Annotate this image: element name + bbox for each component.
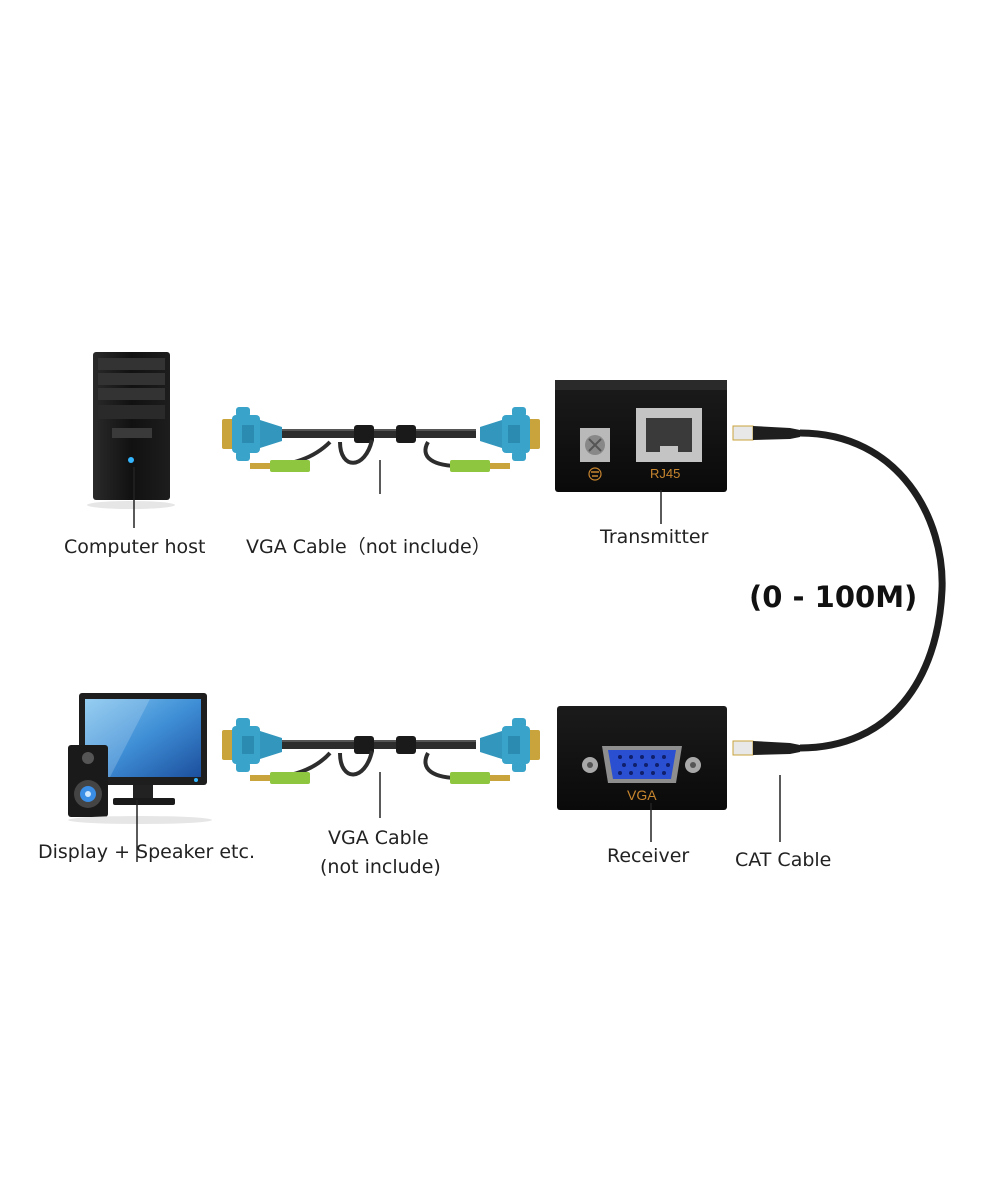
rj45-port-icon	[636, 408, 702, 462]
vga-cable-top	[222, 407, 540, 472]
vga-cable-bottom-label-line1: VGA Cable	[328, 827, 429, 849]
ground-screw-icon	[580, 428, 610, 481]
receiver-label: Receiver	[607, 845, 689, 867]
receiver-device: VGA	[557, 706, 727, 810]
vga-port-icon	[582, 746, 701, 783]
cat-cable-label: CAT Cable	[735, 849, 831, 871]
distance-label: (0 - 100M)	[749, 580, 917, 614]
transmitter-label: Transmitter	[599, 526, 709, 548]
display-speaker-icon	[68, 693, 212, 824]
vga-cable-bottom-label-line2: (not include)	[320, 856, 441, 878]
cat-cable	[732, 425, 946, 756]
vga-cable-bottom	[222, 718, 540, 784]
rj45-port-label: RJ45	[650, 466, 680, 481]
computer-host-icon	[87, 352, 175, 509]
computer-host-label: Computer host	[64, 536, 206, 558]
vga-port-label: VGA	[627, 787, 657, 803]
display-speaker-label: Display + Speaker etc.	[38, 841, 255, 863]
vga-cable-top-label: VGA Cable（not include）	[246, 536, 491, 558]
transmitter-device: RJ45	[555, 380, 727, 492]
